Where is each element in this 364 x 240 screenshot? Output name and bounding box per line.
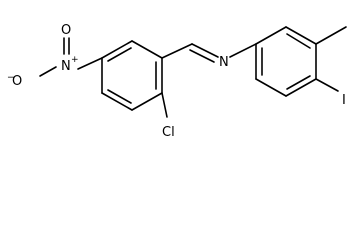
iodine-label: I [342, 93, 346, 108]
ch-n-bond-1 [191, 43, 219, 58]
ring1-double-bond-c [107, 89, 132, 104]
n-to-ring-bond [229, 43, 257, 58]
ring2-bond-3 [285, 78, 317, 97]
left-benzene-ring [101, 40, 163, 111]
structure-canvas: N + O O − Cl N [7, 23, 347, 140]
nitro-oxygen-double-label: O [61, 23, 71, 38]
ring2-double-bond-c [286, 33, 311, 49]
ring2-bond-5 [285, 26, 317, 45]
nitro-group: N + O O − [7, 23, 103, 89]
ring-to-methyl-bond [315, 26, 347, 45]
nitro-nitrogen-charge: + [71, 55, 79, 65]
ring-to-ch-bond [161, 43, 193, 59]
nitro-oxygen-minus-charge: − [7, 73, 15, 83]
ring2-bond-2 [255, 78, 287, 97]
ring-to-iodine-bond [315, 78, 339, 92]
ring-to-nitro-bond [77, 57, 103, 70]
ring1-bond-2 [131, 40, 163, 59]
chloro-substituent: Cl [161, 92, 175, 140]
ring1-bond-5 [101, 92, 133, 111]
ring1-bond-1 [101, 40, 133, 59]
ring1-double-bond-a [107, 47, 132, 62]
right-benzene-ring [255, 26, 317, 97]
methyl-substituent [315, 26, 347, 45]
nitro-n-ominus-bond [39, 66, 57, 77]
ring-to-chlorine-bond [161, 92, 168, 118]
nitro-oxygen-minus-label: O [12, 74, 22, 89]
chlorine-label: Cl [162, 125, 175, 140]
imine-linker: N [161, 43, 257, 70]
ch-n-bond-2 [189, 49, 215, 63]
iodo-substituent: I [315, 78, 346, 108]
imine-nitrogen-label: N [219, 55, 229, 70]
ring2-double-bond-b [286, 75, 311, 90]
molecule-structure-svg: N + O O − Cl N [7, 23, 347, 140]
ring1-bond-4 [131, 92, 163, 111]
ring2-bond-6 [255, 26, 287, 45]
nitro-nitrogen-label: N [61, 59, 71, 74]
